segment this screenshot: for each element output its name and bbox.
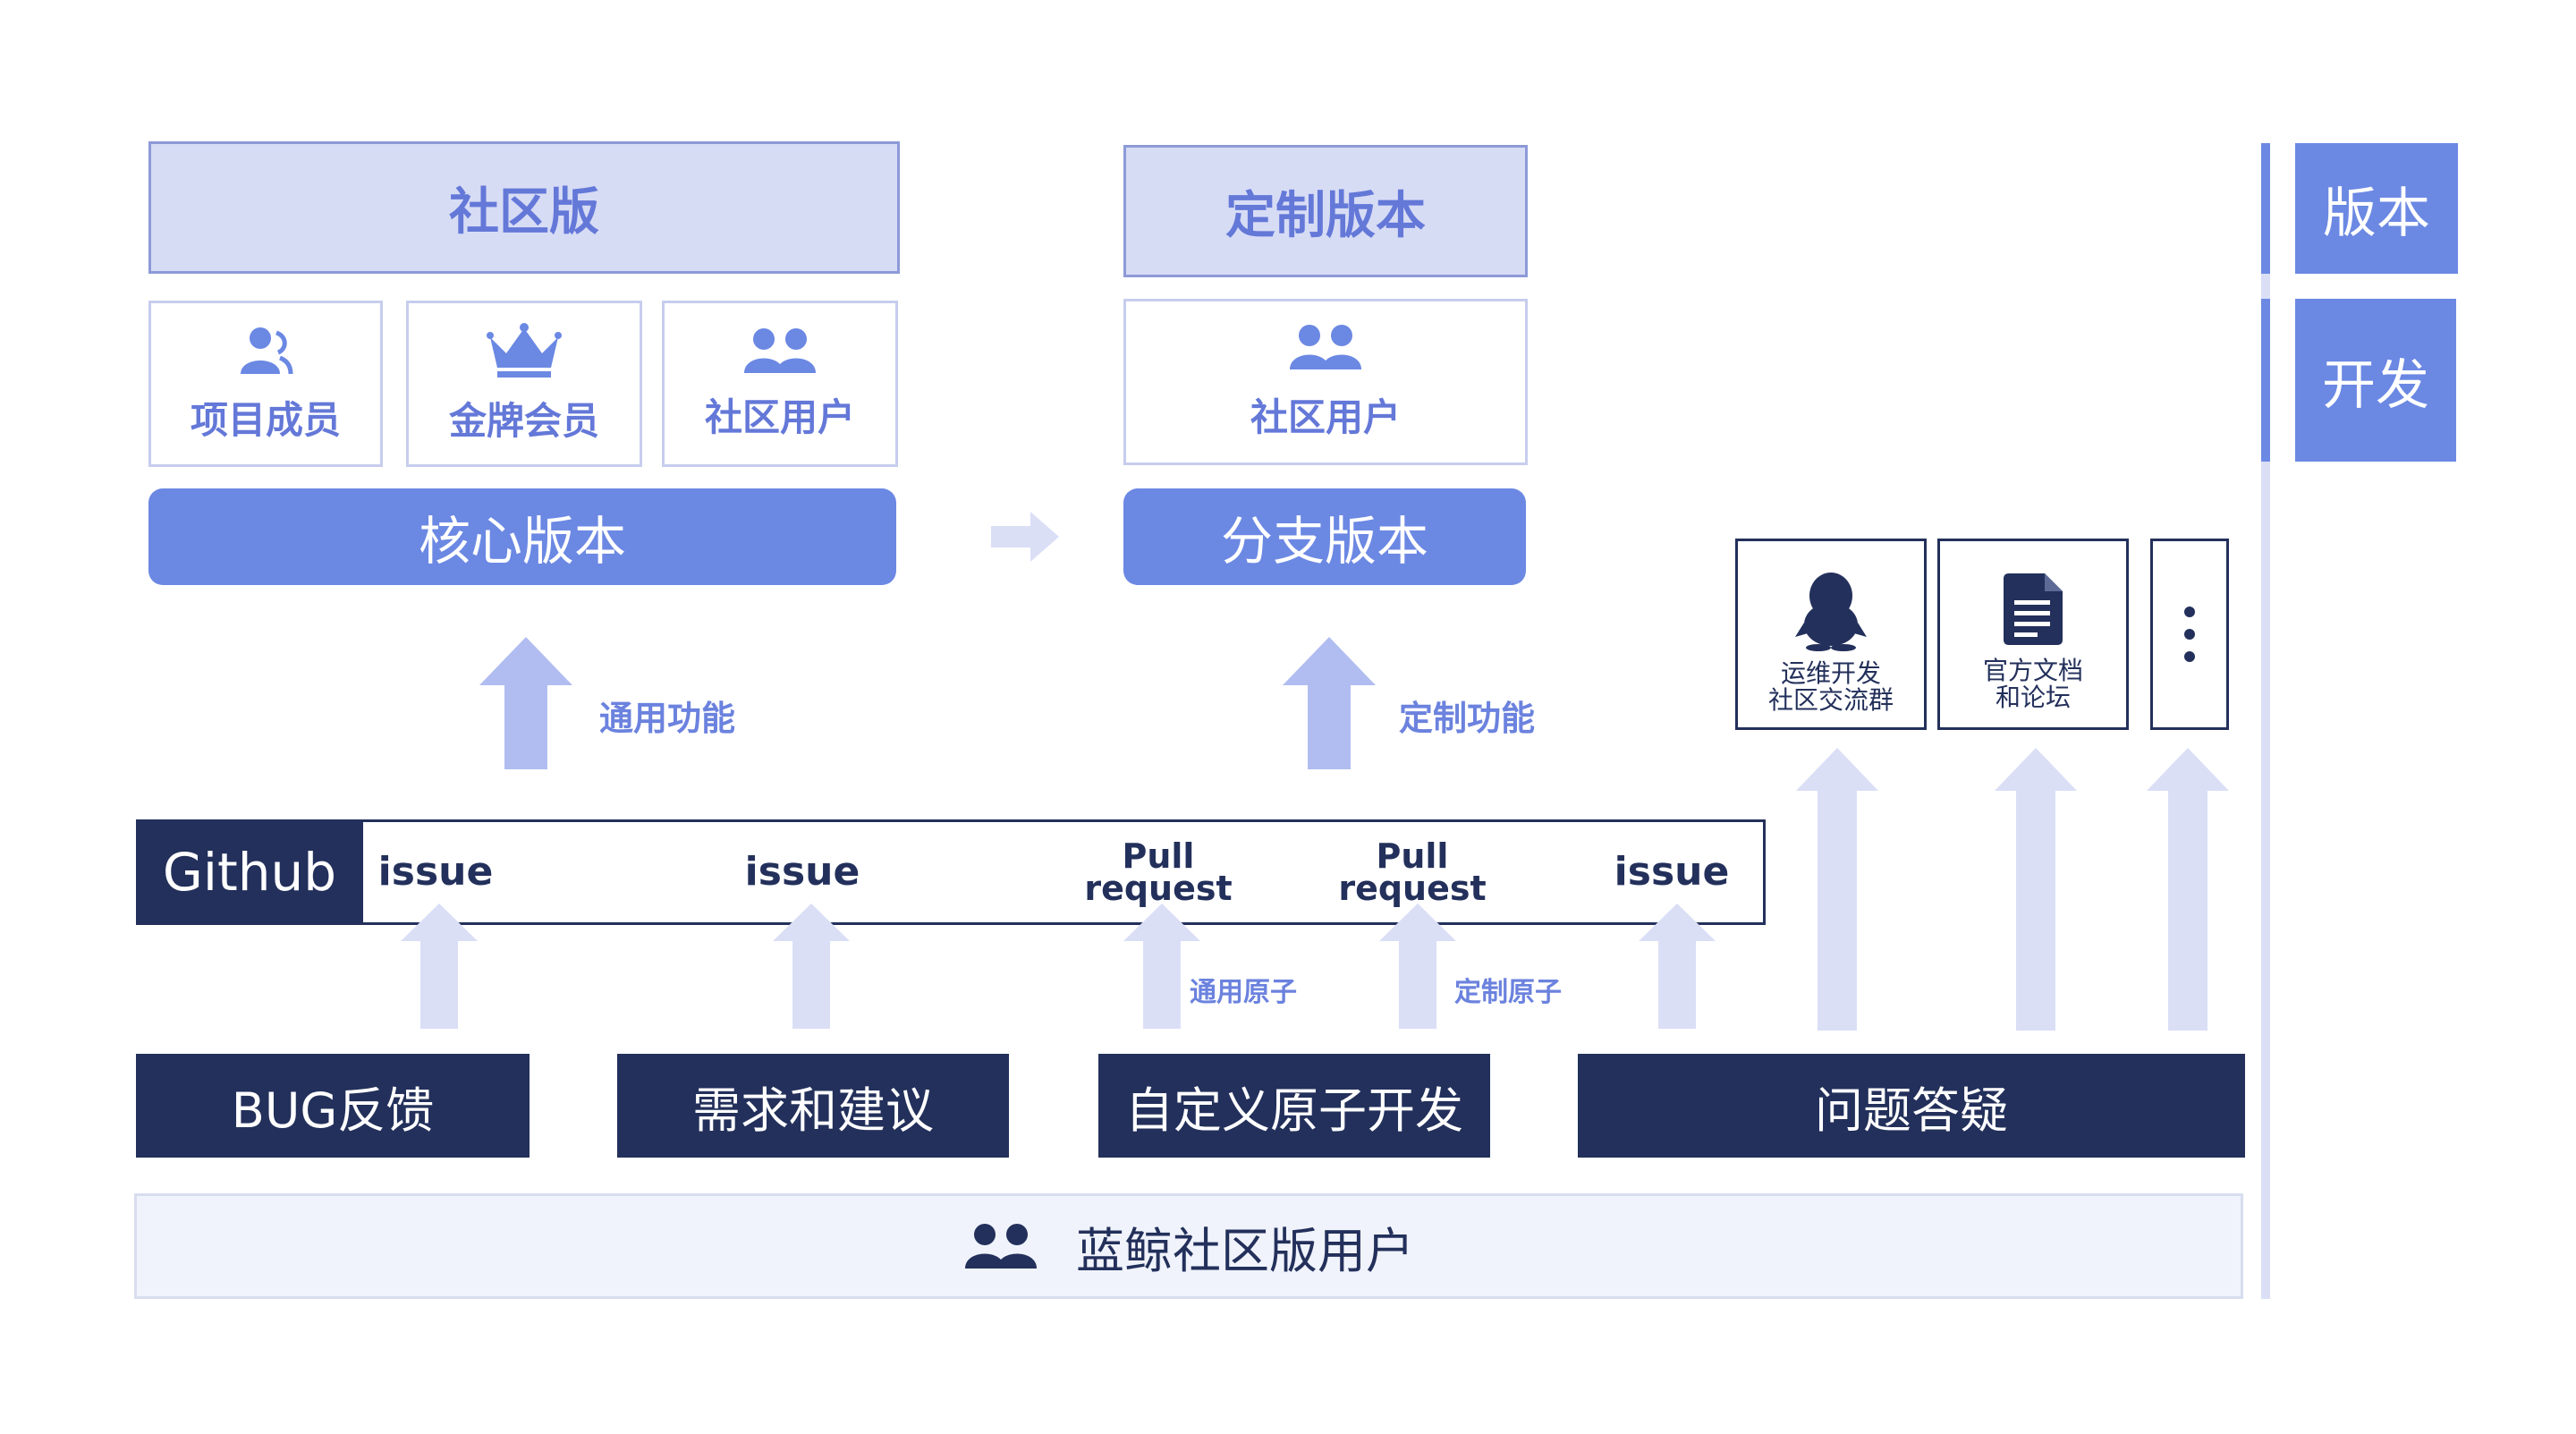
- arrow-up-icon: [479, 637, 572, 769]
- core-version-label: 核心版本: [418, 511, 626, 572]
- source-custom-atom-dev: 自定义原子开发: [1098, 1054, 1490, 1158]
- arrow-right-icon: [991, 512, 1059, 562]
- github-item-pull-request: Pull request: [1084, 836, 1233, 908]
- role-label: 金牌会员: [448, 398, 599, 443]
- github-label: Github: [162, 842, 337, 903]
- arrow-up-icon: [773, 904, 850, 1029]
- github-item-pull-request: Pull request: [1338, 836, 1487, 908]
- community-users-bar: 蓝鲸社区版用户: [134, 1193, 2243, 1299]
- document-icon: [2004, 573, 2063, 645]
- qq-penguin-icon: [1795, 573, 1867, 651]
- github-item-issue: issue: [377, 849, 494, 895]
- arrow-up-icon: [1995, 748, 2077, 1031]
- branch-version-label: 分支版本: [1220, 511, 1428, 572]
- role-label: 社区用户: [1250, 395, 1401, 439]
- users-icon: [744, 327, 816, 373]
- role-label: 社区用户: [704, 395, 855, 439]
- community-version-title-text: 社区版: [449, 182, 599, 242]
- community-version-title: 社区版: [148, 141, 900, 274]
- custom-function-label: 定制功能: [1399, 699, 1536, 738]
- community-users-label: 蓝鲸社区版用户: [1076, 1222, 1414, 1279]
- core-version-bar: 核心版本: [148, 488, 896, 585]
- branch-version-bar: 分支版本: [1123, 488, 1526, 585]
- arrow-up-icon: [2147, 748, 2229, 1031]
- general-function-label: 通用功能: [599, 699, 736, 738]
- custom-role-box: 社区用户: [1123, 299, 1528, 465]
- users-icon: [965, 1224, 1037, 1269]
- arrow-up-icon: [1283, 637, 1376, 769]
- channel-box-docs-forum: 官方文档 和论坛: [1937, 539, 2129, 730]
- arrow-up-icon: [1796, 748, 1878, 1031]
- users-icon: [1290, 324, 1361, 369]
- crown-icon: [487, 322, 562, 378]
- arrow-up-icon: [1639, 904, 1716, 1029]
- github-label-box: Github: [136, 819, 363, 925]
- arrow-up-icon: [1379, 904, 1456, 1029]
- arrow-up-icon: [1123, 904, 1200, 1029]
- github-item-issue: issue: [744, 849, 860, 895]
- channel-box-more: [2150, 539, 2229, 730]
- role-box-project-member: 项目成员: [148, 301, 383, 467]
- channel-box-ops-group: 运维开发 社区交流群: [1735, 539, 1927, 730]
- role-box-gold-member: 金牌会员: [406, 301, 642, 467]
- side-rail-marker: [2261, 143, 2270, 274]
- custom-atom-label: 定制原子: [1454, 977, 1562, 1008]
- github-bar: [136, 819, 1766, 925]
- channel-label: 运维开发 社区交流群: [1767, 658, 1894, 715]
- side-rail-marker: [2261, 299, 2270, 462]
- source-qa: 问题答疑: [1578, 1054, 2245, 1158]
- more-icon: [2184, 607, 2195, 662]
- member-icon: [241, 327, 293, 374]
- custom-version-title: 定制版本: [1123, 145, 1528, 277]
- role-box-community-user: 社区用户: [662, 301, 898, 467]
- role-label: 项目成员: [190, 397, 341, 442]
- side-tab-develop[interactable]: 开发: [2295, 299, 2456, 462]
- github-item-issue: issue: [1614, 849, 1730, 895]
- side-tab-version[interactable]: 版本: [2295, 143, 2458, 274]
- arrow-up-icon: [401, 904, 478, 1029]
- custom-version-title-text: 定制版本: [1225, 186, 1426, 245]
- source-bug-feedback: BUG反馈: [136, 1054, 530, 1158]
- general-atom-label: 通用原子: [1190, 977, 1297, 1008]
- side-rail: [2261, 143, 2270, 1299]
- source-requirements-suggestions: 需求和建议: [617, 1054, 1009, 1158]
- channel-label: 官方文档 和论坛: [1982, 656, 2083, 712]
